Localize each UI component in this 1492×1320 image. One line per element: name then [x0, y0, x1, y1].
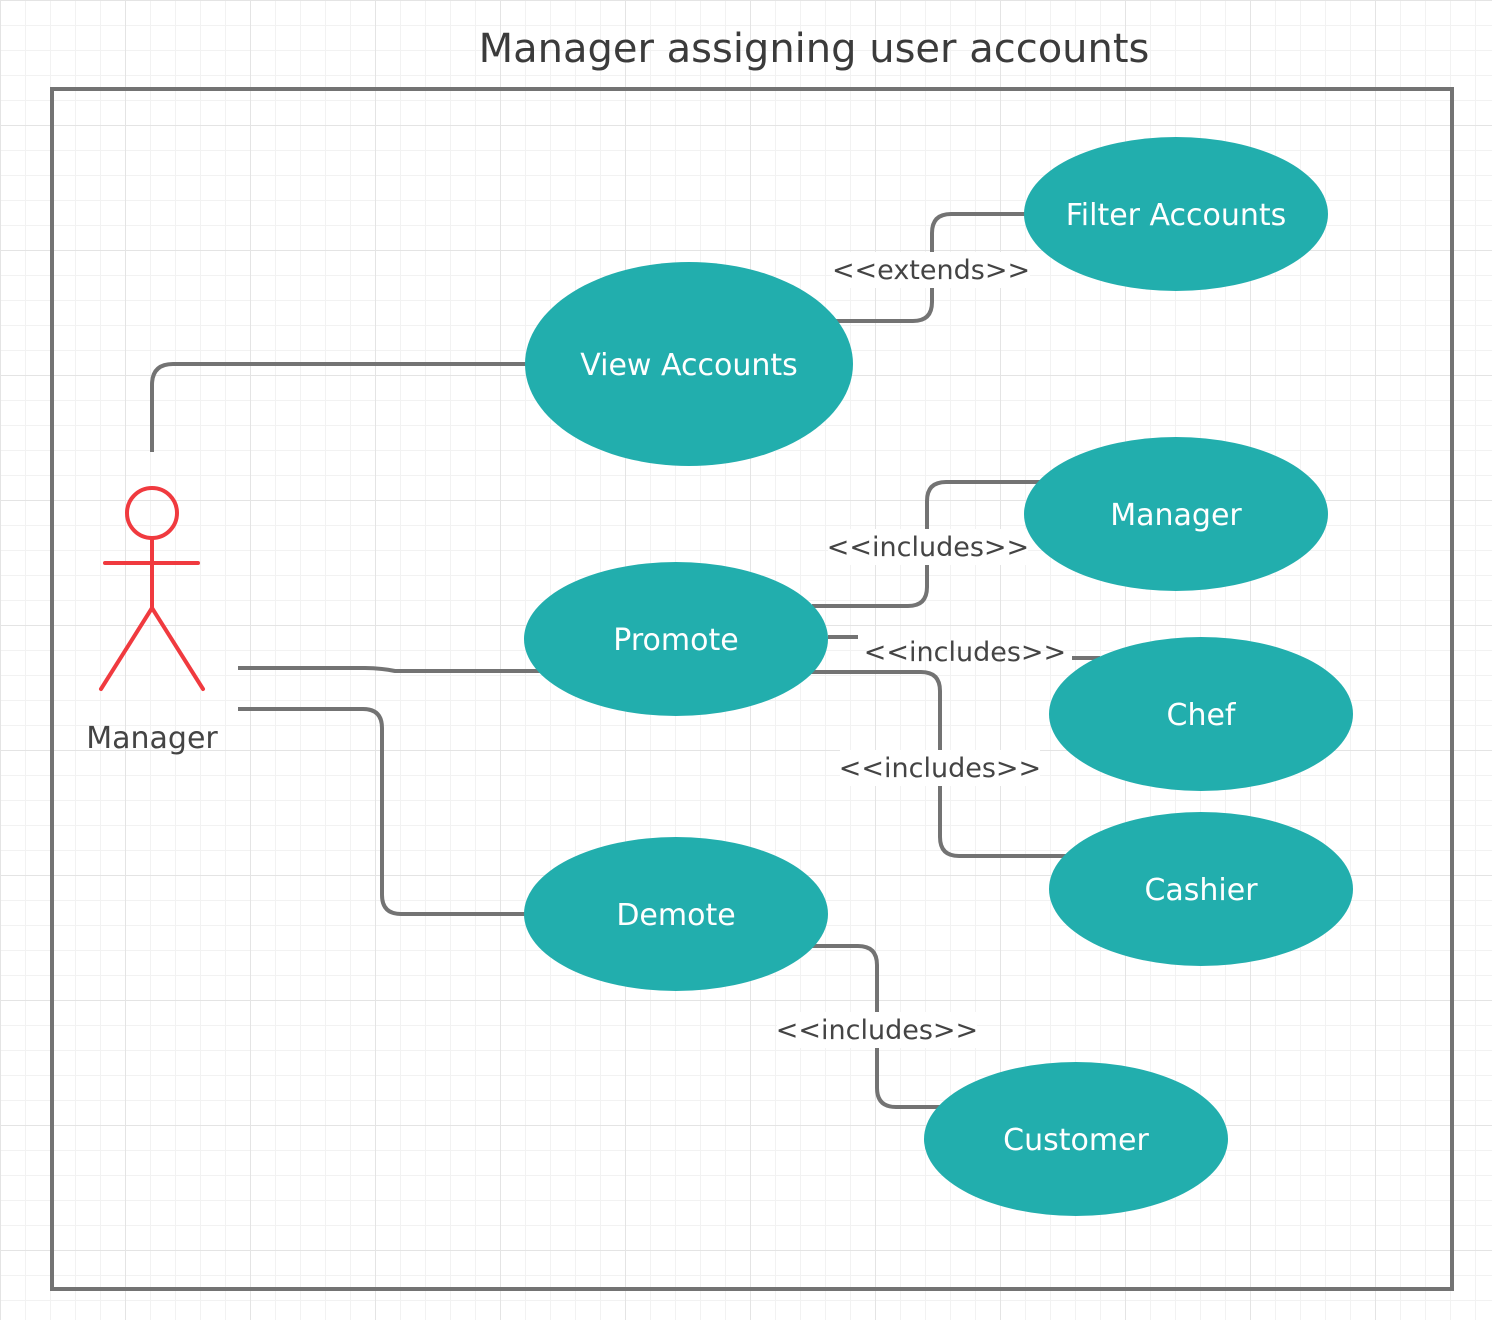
- use-case-filter-accounts[interactable]: Filter Accounts: [1024, 137, 1328, 291]
- use-case-label: View Accounts: [580, 348, 798, 383]
- use-case-chef[interactable]: Chef: [1049, 637, 1353, 791]
- actor-label: Manager: [86, 721, 218, 756]
- use-case-promote[interactable]: Promote: [524, 562, 828, 716]
- includes-label-cashier: <<includes>>: [839, 753, 1041, 784]
- use-case-customer[interactable]: Customer: [924, 1062, 1228, 1216]
- stick-figure-icon: [99, 486, 205, 691]
- use-case-demote[interactable]: Demote: [524, 837, 828, 991]
- use-case-label: Filter Accounts: [1066, 198, 1287, 233]
- use-case-label: Chef: [1167, 698, 1237, 733]
- includes-label-customer: <<includes>>: [776, 1015, 978, 1046]
- actor-manager[interactable]: Manager: [86, 486, 218, 756]
- system-boundary: [50, 87, 1454, 1291]
- use-case-manager[interactable]: Manager: [1024, 437, 1328, 591]
- actor-demote-connector: [238, 707, 528, 916]
- use-case-view-accounts[interactable]: View Accounts: [525, 262, 853, 466]
- use-case-label: Customer: [1003, 1123, 1149, 1158]
- actor-promote-connector: [238, 666, 540, 673]
- use-case-label: Promote: [613, 623, 738, 658]
- use-case-cashier[interactable]: Cashier: [1049, 812, 1353, 966]
- use-case-label: Demote: [616, 898, 735, 933]
- includes-label-chef: <<includes>>: [864, 637, 1066, 668]
- includes-label-manager: <<includes>>: [827, 532, 1029, 563]
- use-case-label: Manager: [1110, 498, 1242, 533]
- use-case-label: Cashier: [1144, 873, 1258, 908]
- diagram-title: Manager assigning user accounts: [479, 26, 1150, 72]
- actor-view-accounts-connector: [150, 362, 528, 452]
- extends-label: <<extends>>: [832, 255, 1030, 286]
